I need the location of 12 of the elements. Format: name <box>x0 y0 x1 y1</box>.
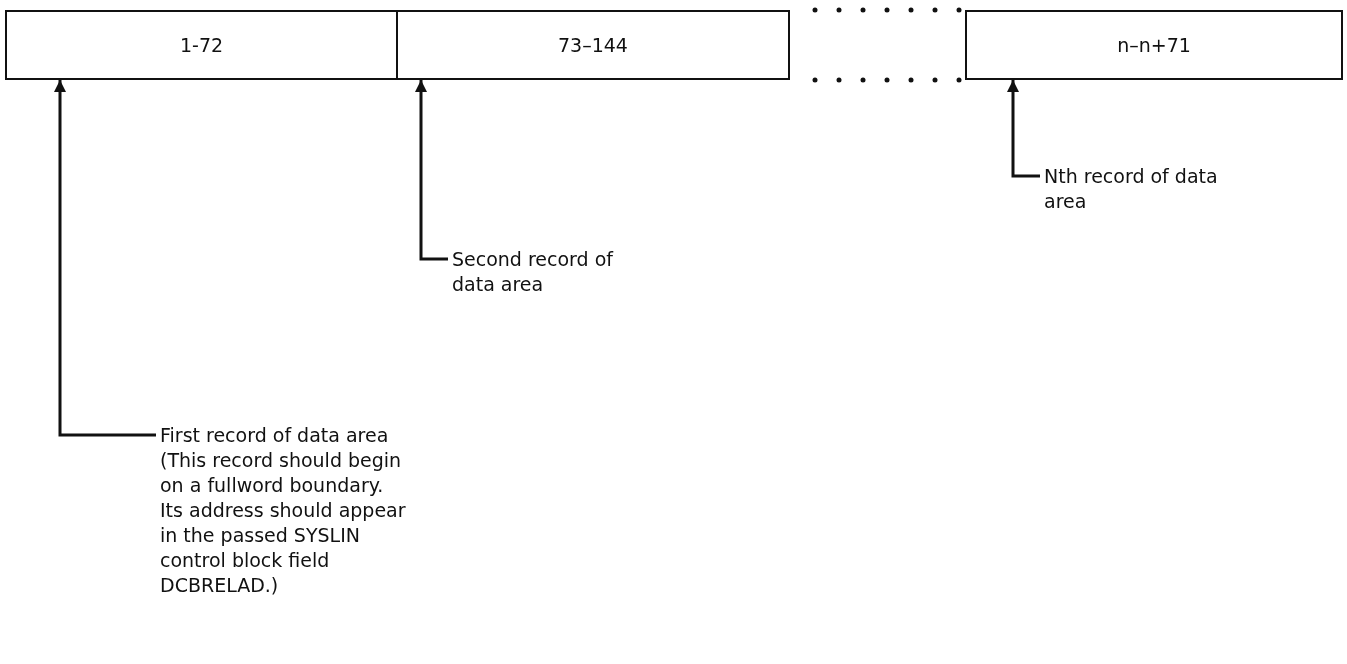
leader-arrow <box>54 80 156 437</box>
memory-field-box <box>965 10 1343 80</box>
callout-text: Second record of data area <box>452 247 642 297</box>
callout-text: First record of data area (This record should begin on a fullword boundary. Its address should appear in the passed SYSLIN control block field DCBRELAD.) <box>160 423 410 598</box>
memory-field-box <box>396 10 790 80</box>
leader-arrow <box>1007 80 1040 178</box>
byte-range-label: 1-72 <box>179 34 224 56</box>
byte-range-label: 73–144 <box>558 34 628 56</box>
leader-arrow <box>415 80 448 261</box>
callout-text: Nth record of data area <box>1044 164 1234 214</box>
memory-field-box <box>5 10 398 80</box>
byte-range-label: n–n+71 <box>1117 34 1191 56</box>
